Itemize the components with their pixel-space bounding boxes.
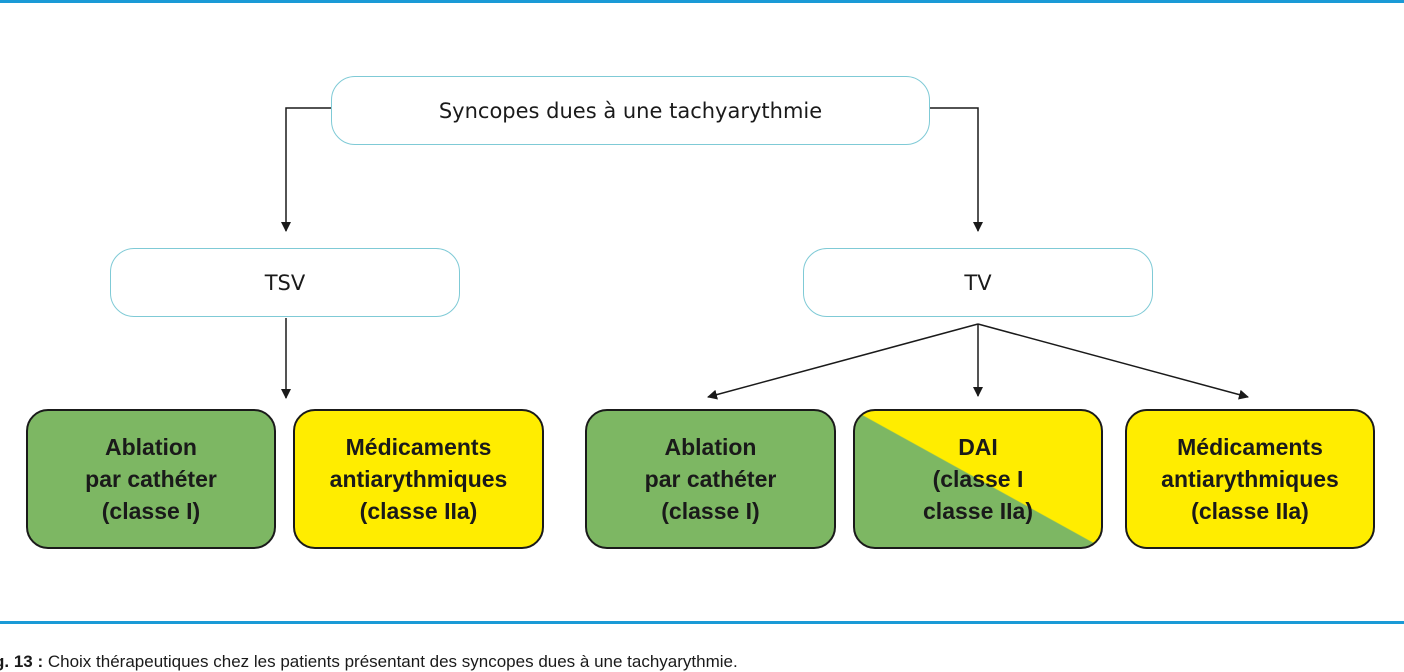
treatment-line: antiarythmiques [1161, 466, 1339, 492]
treatment-node-tv-dai: DAI (classe I classe IIa) [853, 409, 1103, 549]
treatment-line: classe IIa) [923, 498, 1033, 524]
branch-node-label: TSV [264, 270, 306, 295]
bottom-rule [0, 621, 1404, 624]
branch-node-tsv: TSV [110, 248, 460, 317]
connector-root-to-tv [930, 107, 983, 232]
treatment-line: antiarythmiques [329, 466, 508, 492]
treatment-line: (classe IIa) [1191, 498, 1309, 524]
figure-caption-label: g. 13 : [0, 652, 44, 671]
figure-caption: g. 13 : Choix thérapeutiques chez les pa… [0, 652, 738, 672]
treatment-line: par cathéter [85, 466, 217, 492]
connector-root-to-tsv [281, 107, 331, 232]
treatment-line: (classe IIa) [359, 498, 478, 524]
connector-tv-to-ablation [707, 323, 979, 400]
top-rule [0, 0, 1404, 3]
treatment-line: (classe I) [101, 498, 201, 524]
treatment-line: DAI [958, 434, 998, 460]
root-node-label: Syncopes dues à une tachyarythmie [438, 98, 823, 123]
treatment-line: Ablation [664, 434, 757, 460]
treatment-node-tsv-medicaments: Médicaments antiarythmiques (classe IIa) [293, 409, 544, 549]
treatment-line: (classe I [932, 466, 1024, 492]
treatment-line: Médicaments [1177, 434, 1323, 460]
treatment-line: par cathéter [644, 466, 777, 492]
figure-caption-text: Choix thérapeutiques chez les patients p… [43, 652, 738, 671]
treatment-node-tsv-ablation: Ablation par cathéter (classe I) [26, 409, 276, 549]
branch-node-tv: TV [803, 248, 1153, 317]
treatment-line: Ablation [104, 434, 197, 460]
connector-tv-to-medicaments [977, 323, 1249, 400]
treatment-node-tv-medicaments: Médicaments antiarythmiques (classe IIa) [1125, 409, 1375, 549]
branch-node-label: TV [964, 270, 992, 295]
treatment-node-tv-ablation: Ablation par cathéter (classe I) [585, 409, 836, 549]
root-node: Syncopes dues à une tachyarythmie [331, 76, 930, 145]
treatment-line: Médicaments [345, 434, 492, 460]
treatment-line: (classe I) [661, 498, 760, 524]
